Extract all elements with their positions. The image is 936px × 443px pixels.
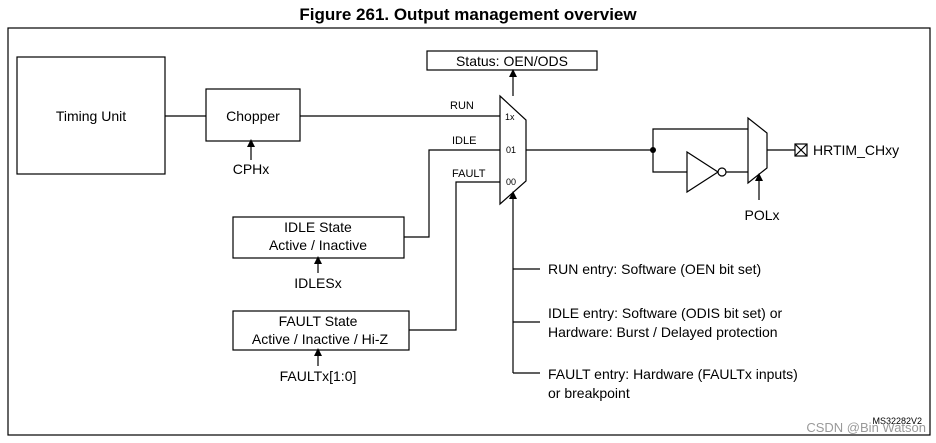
run-entry-note: RUN entry: Software (OEN bit set) xyxy=(548,261,761,277)
idle-entry-note-line1: IDLE entry: Software (ODIS bit set) or xyxy=(548,305,783,321)
mux-input-00: 00 xyxy=(506,177,516,187)
chopper-label: Chopper xyxy=(226,108,280,124)
idle-line xyxy=(404,149,500,238)
polx-label: POLx xyxy=(744,207,779,223)
faultx-label: FAULTx[1:0] xyxy=(280,368,357,384)
output-label: HRTIM_CHxy xyxy=(813,142,899,158)
timing-unit-label: Timing Unit xyxy=(56,108,126,124)
inverter-icon xyxy=(686,150,720,194)
idle-state-block xyxy=(232,216,405,259)
direct-path-line xyxy=(652,128,748,150)
output-pin-cross-b xyxy=(794,143,808,157)
fault-line xyxy=(409,181,500,331)
idle-state-title: IDLE State xyxy=(284,219,352,235)
cphx-label: CPHx xyxy=(233,161,270,177)
figure-frame xyxy=(7,27,931,436)
output-multiplexer xyxy=(499,94,527,206)
polarity-multiplexer xyxy=(747,116,768,185)
inverter-input-line xyxy=(652,150,687,173)
idle-state-options: Active / Inactive xyxy=(269,237,367,253)
figure-title: Figure 261. Output management overview xyxy=(299,5,637,24)
idle-label: IDLE xyxy=(452,135,476,147)
idle-entry-note-line2: Hardware: Burst / Delayed protection xyxy=(548,324,778,340)
fault-entry-note-line2: or breakpoint xyxy=(548,385,630,401)
figure-code: MS32282V2 xyxy=(872,416,922,426)
mux-input-1x: 1x xyxy=(505,112,515,122)
fault-label: FAULT xyxy=(452,168,486,180)
fault-entry-note-line1: FAULT entry: Hardware (FAULTx inputs) xyxy=(548,366,798,382)
mux-input-01: 01 xyxy=(506,145,516,155)
watermark: CSDN @Bin Watson xyxy=(806,420,926,435)
inverter-bubble xyxy=(717,167,727,177)
chopper-block xyxy=(205,88,301,142)
timing-unit-block xyxy=(16,56,166,175)
idlesx-label: IDLESx xyxy=(294,275,341,291)
fault-state-options: Active / Inactive / Hi-Z xyxy=(252,331,389,347)
status-label: Status: OEN/ODS xyxy=(456,53,568,69)
fault-state-block xyxy=(232,310,410,351)
run-label: RUN xyxy=(450,100,474,112)
fault-state-title: FAULT State xyxy=(279,313,358,329)
